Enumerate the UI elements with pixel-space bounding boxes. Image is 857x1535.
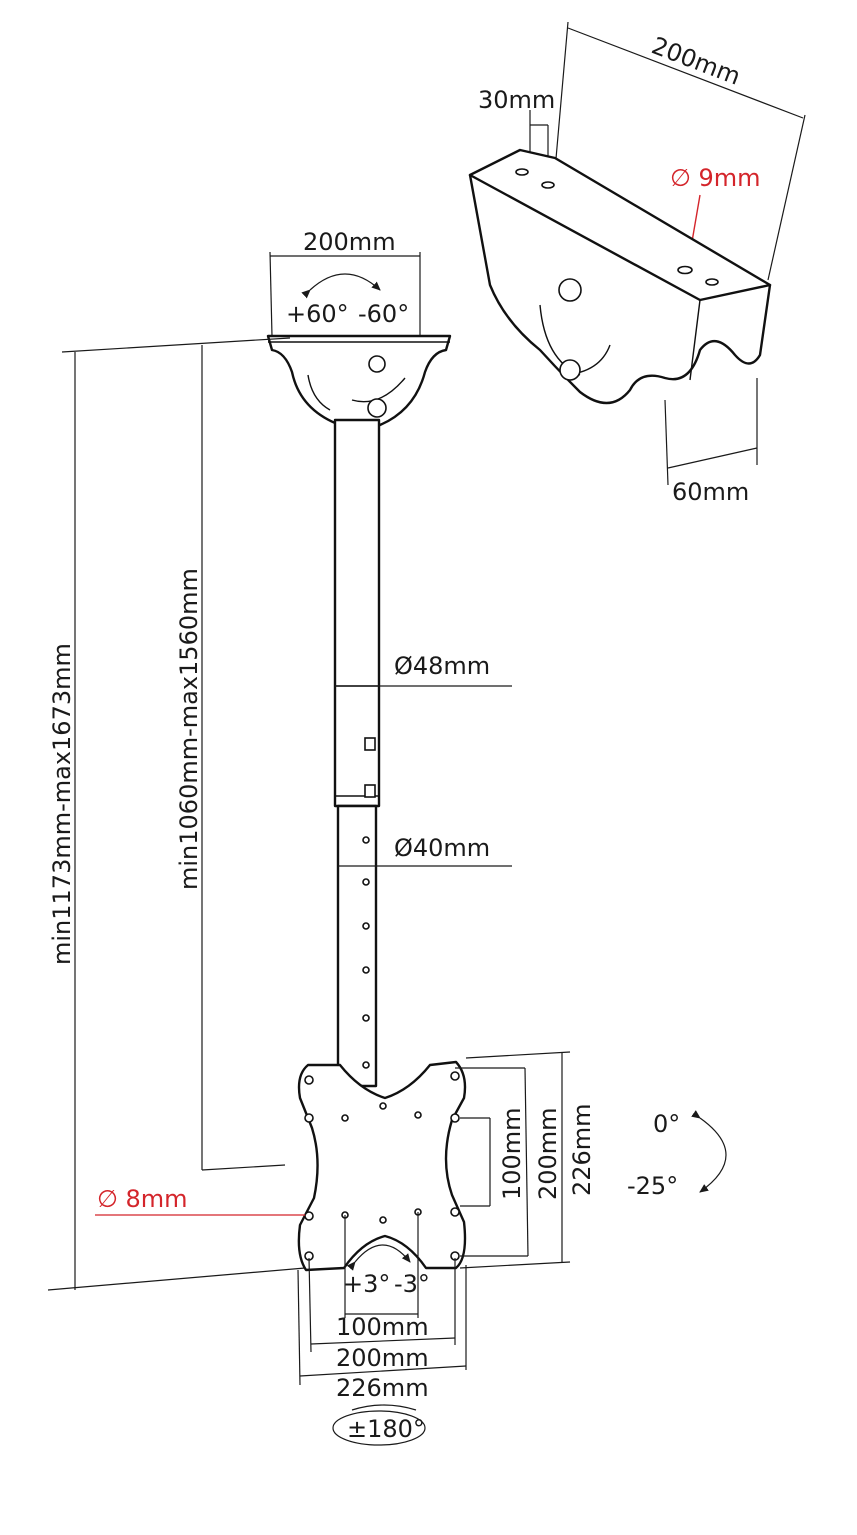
overall-height-ext-top (61, 337, 291, 353)
width-plate-dim-line (299, 1365, 467, 1377)
swivel-minus-label: -3° (394, 1270, 430, 1298)
vesa-inner-label: 100mm (498, 1107, 526, 1200)
bracket-lock-bolt (559, 359, 581, 381)
overall-height-label: min1173mm-max1673mm (48, 643, 76, 965)
top-rotation-minus-label: -60° (358, 300, 409, 328)
ceiling-head (266, 334, 452, 427)
bracket-edge (689, 299, 701, 381)
pole-height-label: min1060mm-max1560mm (175, 568, 203, 890)
pole-hole (362, 1014, 370, 1022)
rotation-label: ±180° (347, 1415, 425, 1443)
plate-ext-bottom (459, 1261, 571, 1269)
bracket-width-ext-right (767, 114, 806, 281)
vesa-outer-label: 200mm (534, 1107, 562, 1200)
inner-pole-diameter-label: Ø40mm (394, 834, 490, 862)
plate-outer-label: 226mm (568, 1103, 596, 1196)
plate-ext-top (465, 1051, 571, 1059)
bracket-depth-label: 60mm (672, 478, 749, 506)
tilt-up-label: 0° (653, 1110, 680, 1138)
width-plate-label: 226mm (336, 1374, 429, 1402)
bracket-hole-2 (541, 181, 555, 189)
ceiling-mount: 200mm +60° -60° Ø48mm Ø40mm (47, 228, 727, 1446)
width-outer-ext-left (308, 1257, 312, 1353)
head-slot-right (351, 377, 406, 403)
depth-dim-line (667, 447, 758, 469)
bracket-hole-1 (515, 168, 529, 176)
width-outer-label: 200mm (336, 1344, 429, 1372)
pole-hole (362, 836, 370, 844)
plate-hole (450, 1113, 460, 1123)
rotation-arrow (351, 1404, 417, 1411)
plate-hole (414, 1111, 422, 1119)
width-inner-label: 100mm (336, 1313, 429, 1341)
vesa-outer-dim-line (524, 1067, 529, 1257)
bracket-width-dim-line (567, 27, 804, 119)
pole-clamp-bolt-2 (364, 784, 376, 798)
top-rotation-plus-label: +60° (286, 300, 349, 328)
plate-hole (379, 1102, 387, 1110)
width-outer-dim-line (310, 1337, 456, 1345)
plate-hole (304, 1113, 314, 1123)
outer-pole-diameter-label: Ø48mm (394, 652, 490, 680)
vesa-plate (297, 1060, 467, 1272)
pole-hole (362, 966, 370, 974)
bracket-width-ext-left (554, 21, 569, 171)
rotation-badge (332, 1410, 426, 1446)
head-pivot-bolt (368, 355, 386, 373)
pole-hole (362, 878, 370, 886)
plate-hole (450, 1071, 460, 1081)
tilt-arc (691, 1110, 727, 1193)
plate-hole (341, 1114, 349, 1122)
bracket-pivot-bolt (558, 278, 582, 302)
depth-ext-left (664, 399, 669, 486)
plate-hole (450, 1207, 460, 1217)
tilt-down-label: -25° (627, 1172, 678, 1200)
plate-hole (304, 1211, 314, 1221)
bracket-detail: 200mm 30mm ∅ 9mm 60mm (468, 21, 806, 506)
swivel-arc (346, 1244, 411, 1271)
plate-hole (304, 1075, 314, 1085)
plate-hole (379, 1216, 387, 1224)
bracket-hole-3 (677, 265, 693, 275)
pole-hole (362, 1061, 370, 1069)
pole-clamp-bolt-1 (364, 737, 376, 751)
plate-hole-diameter-label: ∅ 8mm (97, 1185, 188, 1213)
top-width-label: 200mm (303, 228, 396, 256)
inner-pole (336, 804, 378, 1088)
pole-hole (362, 922, 370, 930)
swivel-plus-label: +3° (343, 1270, 390, 1298)
pole-height-ext-bottom (201, 1164, 286, 1171)
bracket-hole-4 (705, 278, 719, 286)
bracket-body (468, 173, 772, 405)
width-plate-ext-left (297, 1269, 301, 1386)
bracket-width-label: 200mm (648, 31, 744, 90)
head-slot-left (307, 374, 331, 411)
hole-spacing-label: 30mm (478, 86, 555, 114)
top-width-ext-left (269, 251, 273, 337)
head-lock-bolt (367, 398, 387, 418)
top-rotation-arc (301, 273, 381, 299)
bracket-hole-diameter-label: ∅ 9mm (670, 164, 761, 192)
overall-height-ext-bottom (47, 1267, 306, 1291)
